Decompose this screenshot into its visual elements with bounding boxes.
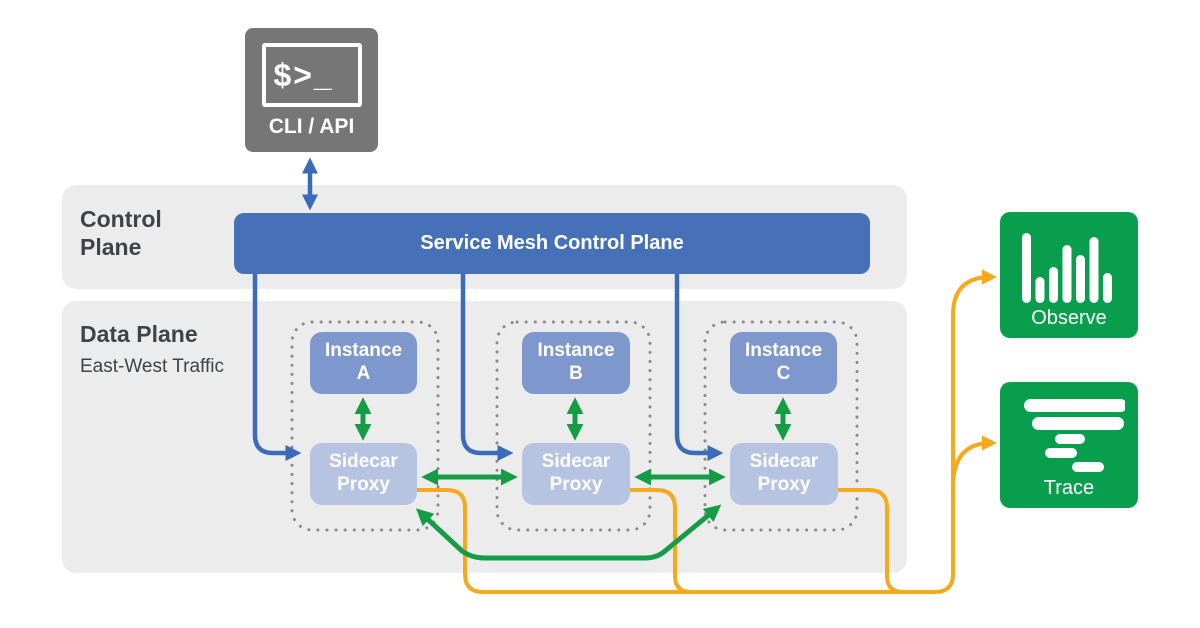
service-mesh-control-plane-bar: Service Mesh Control Plane bbox=[234, 213, 870, 274]
proxy-a-c-traffic-arrow bbox=[416, 504, 722, 561]
sidecar-proxy-b-box: Sidecar Proxy bbox=[522, 443, 630, 505]
instance-a-word: Instance bbox=[324, 340, 403, 362]
control-plane-label: Control Plane bbox=[80, 206, 162, 261]
control-to-proxy-a-arrow bbox=[252, 267, 302, 462]
telemetry-line-proxy-c bbox=[820, 488, 905, 594]
data-plane-sublabel: East-West Traffic bbox=[80, 356, 224, 377]
control-to-proxy-b-arrow bbox=[460, 267, 514, 462]
proxy-a-word2: Proxy bbox=[337, 474, 390, 495]
observe-node: Observe bbox=[1000, 212, 1138, 338]
instance-a-letter: A bbox=[356, 363, 371, 384]
service-group-b-border bbox=[495, 320, 652, 532]
bar-chart-icon bbox=[1022, 233, 1112, 303]
instance-c-letter: C bbox=[776, 363, 791, 384]
observe-label: Observe bbox=[1031, 307, 1107, 329]
sidecar-proxy-a-box: Sidecar Proxy bbox=[310, 443, 417, 505]
control-to-proxy-c-arrow bbox=[674, 267, 724, 462]
trace-label: Trace bbox=[1043, 477, 1095, 499]
trace-spans-icon bbox=[1024, 399, 1125, 472]
proxy-c-word1: Sidecar bbox=[749, 451, 819, 473]
telemetry-branch-to-trace bbox=[951, 435, 998, 489]
proxy-b-word2: Proxy bbox=[549, 474, 603, 495]
proxy-c-word2: Proxy bbox=[757, 474, 811, 495]
proxy-a-word1: Sidecar bbox=[329, 451, 398, 473]
instance-b-box: Instance B bbox=[522, 332, 630, 394]
terminal-icon: $>_ bbox=[261, 43, 362, 107]
service-group-c-border bbox=[703, 320, 859, 532]
trace-node: Trace bbox=[1000, 382, 1138, 508]
instance-b-letter: B bbox=[569, 363, 583, 384]
proxy-b-word1: Sidecar bbox=[541, 451, 611, 473]
instance-a-box: Instance A bbox=[310, 332, 417, 394]
telemetry-line-to-observe bbox=[406, 269, 998, 594]
instance-c-box: Instance C bbox=[730, 332, 837, 394]
terminal-prompt: $>_ bbox=[273, 56, 334, 93]
instance-c-word: Instance bbox=[744, 340, 823, 362]
data-plane-label: Data Plane bbox=[80, 321, 198, 347]
sidecar-proxy-c-box: Sidecar Proxy bbox=[730, 443, 838, 505]
instance-b-word: Instance bbox=[537, 340, 615, 362]
cli-api-label: CLI / API bbox=[268, 115, 355, 138]
control-plane-bar-label: Service Mesh Control Plane bbox=[420, 232, 684, 254]
cli-api-node: $>_ CLI / API bbox=[245, 28, 378, 152]
